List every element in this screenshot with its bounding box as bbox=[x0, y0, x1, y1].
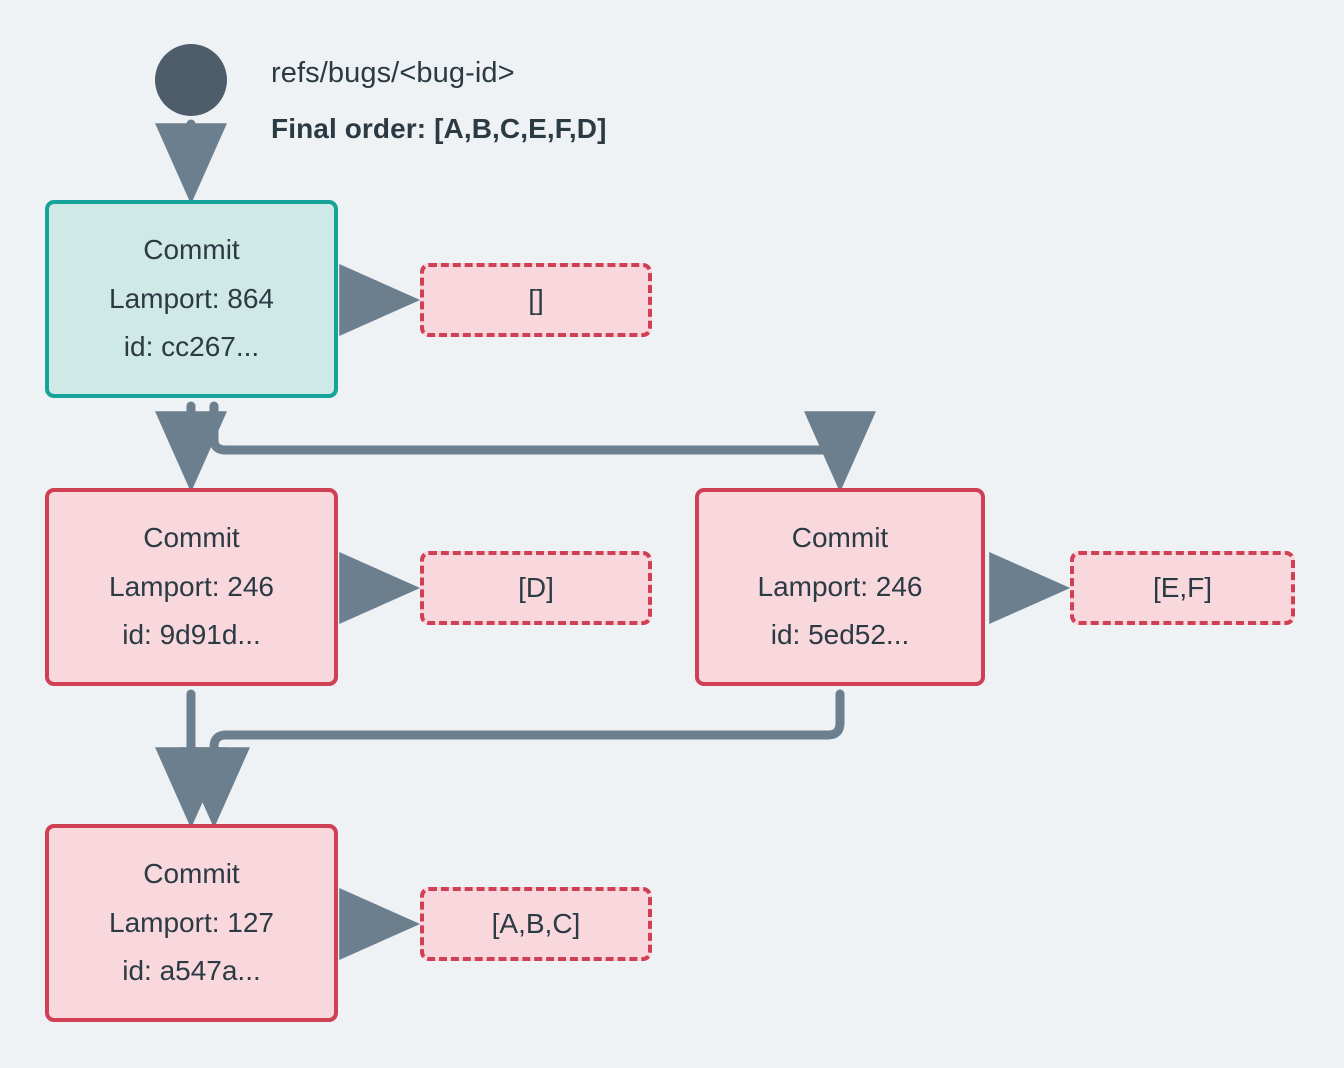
commit-lamport: Lamport: 246 bbox=[109, 570, 274, 602]
payload-box-9d91d[interactable]: [D] bbox=[420, 551, 652, 625]
commit-node-a547a[interactable]: Commit Lamport: 127 id: a547a... bbox=[45, 824, 338, 1022]
final-order-label: Final order: [A,B,C,E,F,D] bbox=[271, 113, 607, 144]
edge-cc267-to-5ed52 bbox=[209, 401, 876, 493]
commit-title: Commit bbox=[143, 858, 240, 890]
commit-id: id: cc267... bbox=[123, 331, 260, 363]
payload-box-cc267[interactable]: [] bbox=[420, 263, 652, 337]
payload-box-a547a[interactable]: [A,B,C] bbox=[420, 887, 652, 961]
ref-path-label: refs/bugs/<bug-id> bbox=[271, 57, 515, 89]
payload-box-5ed52[interactable]: [E,F] bbox=[1070, 551, 1295, 625]
commit-title: Commit bbox=[143, 522, 240, 554]
commit-title: Commit bbox=[791, 522, 889, 554]
edge-5ed52-to-a547a bbox=[178, 689, 845, 829]
commit-lamport: Lamport: 864 bbox=[109, 282, 274, 314]
commit-lamport: Lamport: 127 bbox=[109, 906, 274, 938]
commit-id: id: a547a... bbox=[122, 955, 261, 987]
commit-node-9d91d[interactable]: Commit Lamport: 246 id: 9d91d... bbox=[45, 488, 338, 686]
commit-lamport: Lamport: 246 bbox=[757, 570, 923, 602]
commit-node-cc267[interactable]: Commit Lamport: 864 id: cc267... bbox=[45, 200, 338, 398]
ref-circle-icon bbox=[155, 44, 227, 116]
commit-title: Commit bbox=[143, 234, 240, 266]
commit-id: id: 5ed52... bbox=[770, 619, 910, 651]
commit-id: id: 9d91d... bbox=[122, 619, 261, 651]
commit-node-5ed52[interactable]: Commit Lamport: 246 id: 5ed52... bbox=[695, 488, 985, 686]
